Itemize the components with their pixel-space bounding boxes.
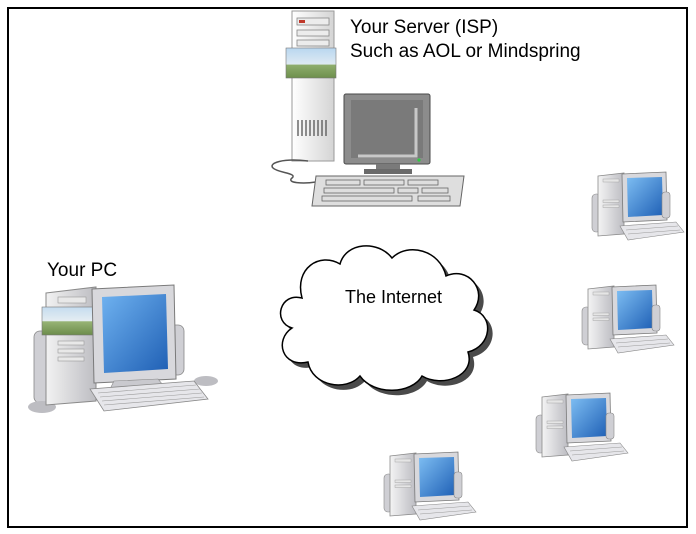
internet-label: The Internet	[345, 287, 443, 307]
desktop-computer-icon	[591, 171, 685, 241]
desktop-computer-icon	[383, 451, 477, 521]
desktop-computer-icon	[28, 284, 218, 413]
pc-label: Your PC	[47, 260, 118, 281]
server-workstation-icon	[271, 10, 465, 207]
server-label: Your Server (ISP)	[350, 17, 499, 38]
desktop-computer-icon	[535, 392, 629, 462]
desktop-computer-icon	[581, 284, 675, 354]
cloud-icon	[279, 245, 493, 396]
server-sublabel: Such as AOL or Mindspring	[350, 41, 581, 62]
